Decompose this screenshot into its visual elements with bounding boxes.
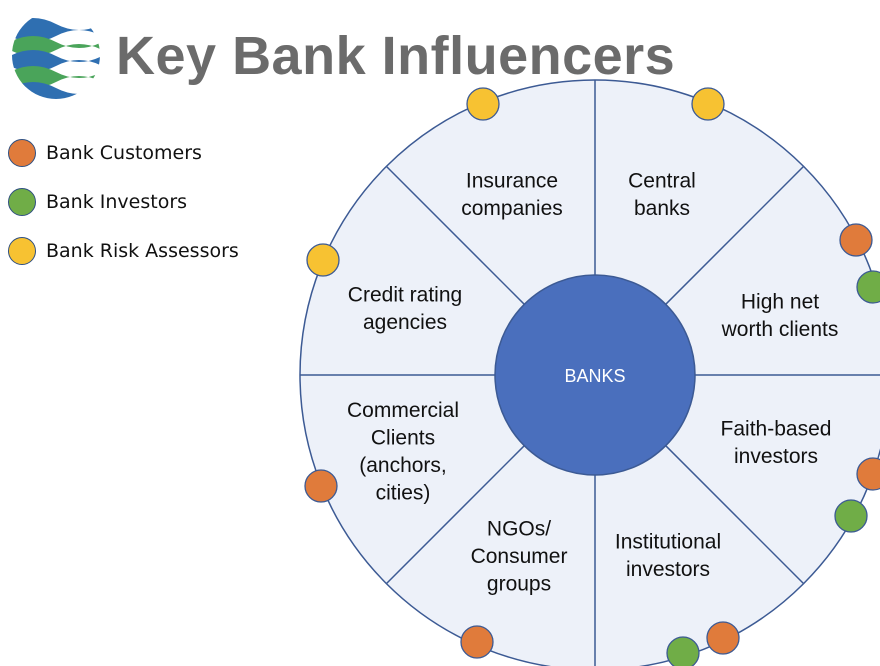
- segment-label-line: Consumer: [471, 545, 568, 568]
- segment-label-line: investors: [626, 558, 710, 581]
- segment-label: Insurance companies: [461, 169, 563, 220]
- segment-divider: [665, 165, 805, 305]
- marker-dot: [691, 87, 725, 121]
- marker-dot: [834, 499, 868, 533]
- legend-label: Bank Risk Assessors: [46, 239, 239, 262]
- segment-label: NGOs/Consumer groups: [471, 518, 568, 596]
- segment-divider: [385, 445, 525, 585]
- marker-dot: [856, 270, 880, 304]
- segment-label-line: banks: [634, 197, 690, 220]
- page-title: Key Bank Influencers: [116, 26, 676, 86]
- legend-item-customers: Bank Customers: [8, 128, 239, 177]
- segment-label: Central banks: [628, 169, 696, 220]
- segment-label-line: cities): [376, 481, 431, 504]
- yellow-dot-icon: [8, 236, 36, 265]
- marker-dot: [706, 621, 740, 655]
- segment-label-line: High net: [741, 290, 819, 313]
- segment-label: Credit rating agencies: [348, 283, 462, 334]
- company-logo: [12, 11, 100, 99]
- segment-label-line: Faith-based: [721, 417, 832, 440]
- legend-item-investors: Bank Investors: [8, 177, 239, 226]
- segment-label: High net worth clients: [721, 290, 839, 341]
- segment-label-line: Central: [628, 169, 696, 192]
- legend: Bank Customers Bank Investors Bank Risk …: [8, 128, 239, 275]
- legend-item-risk-assessors: Bank Risk Assessors: [8, 226, 239, 275]
- marker-dot: [856, 457, 880, 491]
- segment-label-line: worth clients: [721, 318, 839, 341]
- marker-dot: [460, 625, 494, 659]
- center-label: BANKS: [564, 366, 625, 386]
- legend-label: Bank Customers: [46, 141, 202, 164]
- marker-dot: [466, 87, 500, 121]
- segment-label-line: agencies: [363, 311, 447, 334]
- segment-divider: [385, 165, 525, 305]
- segment-label-line: groups: [487, 573, 551, 596]
- segment-divider: [665, 445, 805, 585]
- segment-label-line: Commercial: [347, 399, 459, 422]
- segment-label: Faith-based investors: [721, 417, 832, 468]
- orange-dot-icon: [8, 138, 36, 167]
- segment-label-line: NGOs/: [487, 518, 551, 541]
- green-dot-icon: [8, 187, 36, 216]
- legend-label: Bank Investors: [46, 190, 188, 213]
- marker-dot: [839, 223, 873, 257]
- segment-label-line: Institutional: [615, 530, 721, 553]
- marker-dot: [304, 469, 338, 503]
- segment-label-line: Clients: [371, 426, 435, 449]
- marker-dot: [306, 243, 340, 277]
- segment-label-line: Insurance: [466, 169, 558, 192]
- segment-label: Institutional investors: [615, 530, 721, 581]
- banks-hub: [494, 274, 696, 476]
- segment-label-line: investors: [734, 445, 818, 468]
- segment-label-line: companies: [461, 197, 563, 220]
- marker-dot: [666, 636, 700, 666]
- segment-label-line: Credit rating: [348, 283, 462, 306]
- segment-label-line: (anchors,: [359, 454, 447, 477]
